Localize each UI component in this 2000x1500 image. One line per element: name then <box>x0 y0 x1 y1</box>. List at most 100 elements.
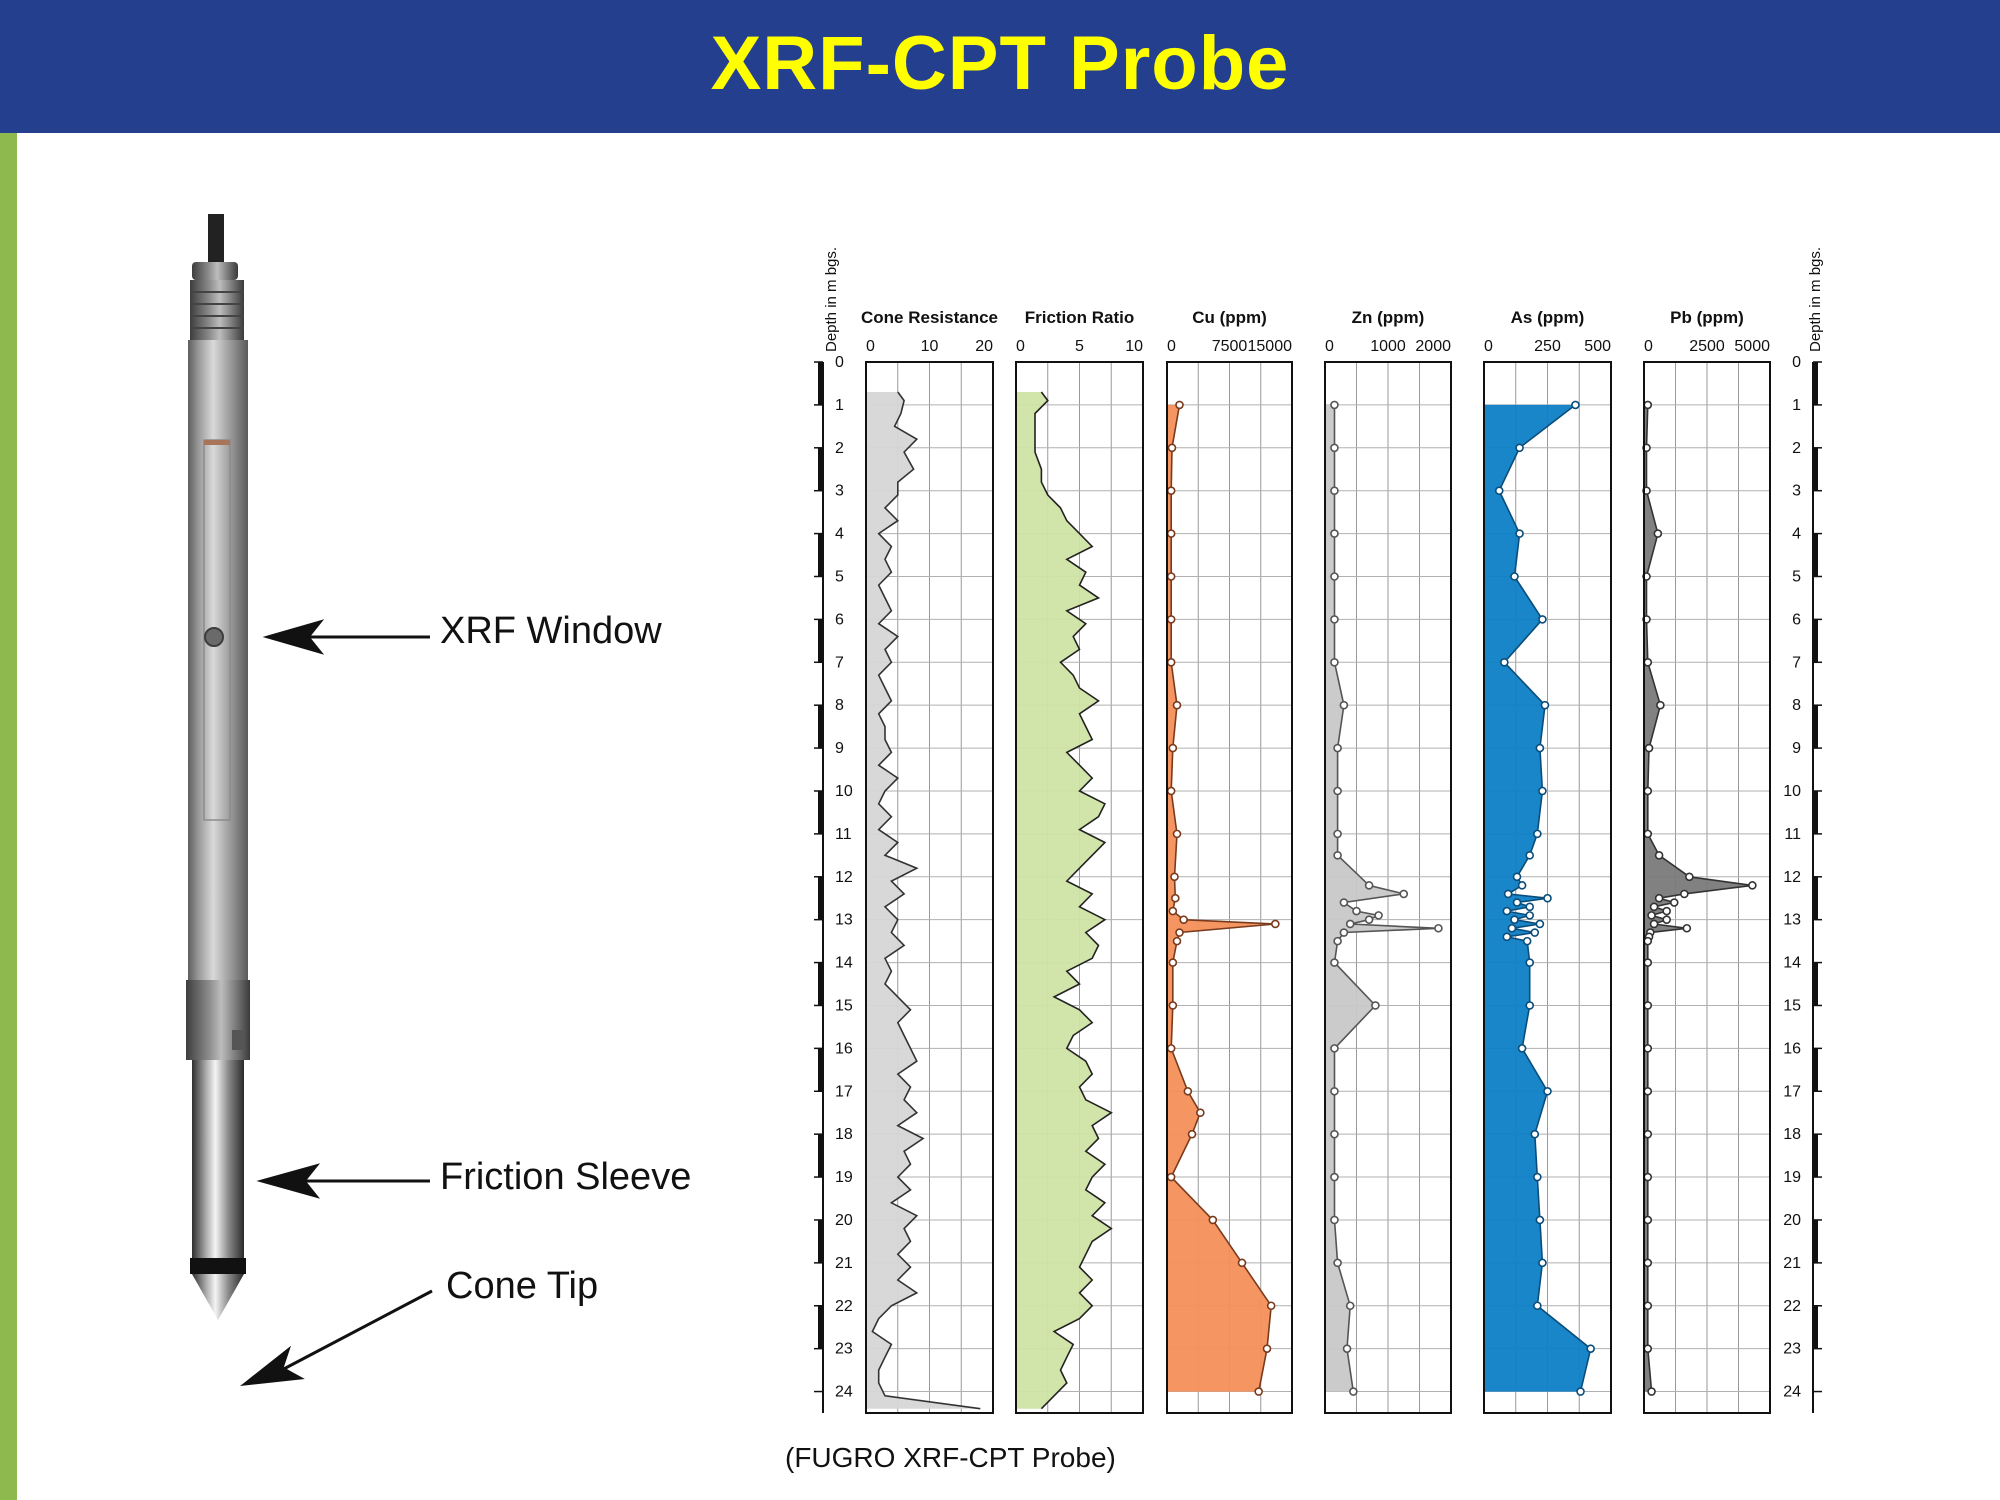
data-point <box>1339 700 1349 710</box>
data-point <box>1339 898 1349 907</box>
data-point <box>1266 1301 1276 1311</box>
x-tick-label: 10 <box>921 338 939 355</box>
data-point <box>1538 615 1547 624</box>
depth-tick-label: 18 <box>1783 1126 1801 1143</box>
data-point <box>1168 906 1178 916</box>
panel-title: Cu (ppm) <box>1192 308 1267 327</box>
data-point <box>1643 1001 1653 1010</box>
data-point <box>1352 906 1361 916</box>
depth-tick-label: 7 <box>1792 654 1801 671</box>
data-point <box>1502 932 1512 942</box>
depth-tick-label: 8 <box>835 697 844 714</box>
data-point <box>1330 1044 1339 1053</box>
data-point <box>1330 1086 1339 1096</box>
data-point <box>1512 872 1522 882</box>
data-point <box>1525 902 1535 912</box>
depth-tick-label: 15 <box>835 997 853 1014</box>
data-point <box>1187 1129 1197 1139</box>
x-tick-label: 15000 <box>1248 338 1293 355</box>
depth-tick-label: 2 <box>835 440 844 457</box>
depth-tick-label: 4 <box>1792 526 1801 543</box>
data-point <box>1166 529 1176 538</box>
x-tick-label: 0 <box>1325 338 1334 355</box>
data-point <box>1653 529 1663 538</box>
data-point <box>1656 700 1665 710</box>
data-point <box>1643 1301 1653 1311</box>
x-tick-label: 0 <box>1167 338 1176 355</box>
depth-tick-label: 15 <box>1783 997 1801 1014</box>
depth-tick-label: 12 <box>835 869 853 886</box>
data-point <box>1662 906 1671 916</box>
panel-title: Zn (ppm) <box>1352 308 1425 327</box>
data-point <box>1330 400 1339 410</box>
depth-tick-label: 16 <box>835 1040 853 1057</box>
data-point <box>1643 958 1653 967</box>
data-point <box>1333 829 1342 839</box>
data-point <box>1166 486 1176 495</box>
data-point <box>1183 1086 1193 1096</box>
data-point <box>1503 889 1513 899</box>
depth-tick-label: 4 <box>835 526 844 543</box>
depth-tick-label: 1 <box>835 397 844 414</box>
series-area-4 <box>1484 404 1591 1392</box>
data-point <box>1330 657 1339 667</box>
data-point <box>1517 881 1527 890</box>
data-point <box>1434 923 1443 933</box>
friction-sleeve-label: Friction Sleeve <box>440 1156 692 1198</box>
data-point <box>1682 923 1692 933</box>
data-point <box>1649 902 1659 912</box>
data-point <box>1330 529 1339 538</box>
data-point <box>1168 958 1178 967</box>
data-point <box>1535 1215 1545 1225</box>
data-point <box>1494 486 1504 495</box>
data-point <box>1538 786 1547 796</box>
data-point <box>1643 400 1653 410</box>
x-tick-label: 250 <box>1534 338 1561 355</box>
depth-tick-label: 14 <box>1783 955 1801 972</box>
depth-tick-label: 16 <box>1783 1040 1801 1057</box>
data-point <box>1330 615 1339 624</box>
data-point <box>1166 1044 1176 1053</box>
panel-3 <box>1324 361 1452 1414</box>
x-tick-label: 0 <box>1644 338 1653 355</box>
cone-tip-label: Cone Tip <box>446 1265 599 1307</box>
data-point <box>1649 919 1659 929</box>
data-point <box>1172 936 1182 946</box>
data-point <box>1166 657 1176 667</box>
data-point <box>1643 1086 1653 1096</box>
data-point <box>1643 1215 1653 1225</box>
depth-tick-label: 3 <box>835 483 844 500</box>
data-point <box>1525 911 1535 920</box>
depth-tick-label: 0 <box>1792 354 1801 371</box>
depth-tick-label: 1 <box>1792 397 1801 414</box>
depth-axis-title-left: Depth in m bgs. <box>823 247 840 352</box>
depth-tick-label: 9 <box>835 740 844 757</box>
probe-illustration <box>186 214 433 1387</box>
depth-tick-label: 19 <box>1783 1169 1801 1186</box>
series-area-1 <box>1016 392 1112 1409</box>
depth-tick-label: 13 <box>1783 912 1801 929</box>
x-tick-label: 5 <box>1075 338 1084 355</box>
data-point <box>1535 743 1545 753</box>
panel-2 <box>1166 361 1293 1414</box>
data-point <box>1522 936 1532 946</box>
depth-tick-label: 23 <box>835 1341 853 1358</box>
depth-tick-label: 20 <box>1783 1212 1801 1229</box>
depth-tick-label: 19 <box>835 1169 853 1186</box>
data-point <box>1345 1301 1355 1311</box>
data-point <box>1262 1344 1272 1353</box>
depth-tick-label: 10 <box>1783 783 1801 800</box>
series-line-0 <box>871 391 981 1410</box>
x-tick-label: 10 <box>1125 338 1143 355</box>
data-point <box>1342 1344 1352 1353</box>
data-point <box>1179 915 1188 924</box>
data-point <box>1166 572 1176 581</box>
depth-tick-label: 5 <box>835 568 844 585</box>
data-point <box>1533 829 1542 839</box>
x-tick-label: 2500 <box>1689 338 1725 355</box>
series-line-1 <box>1034 391 1113 1410</box>
data-point <box>1654 893 1664 903</box>
depth-tick-label: 7 <box>835 654 844 671</box>
probe-cap <box>192 262 238 280</box>
